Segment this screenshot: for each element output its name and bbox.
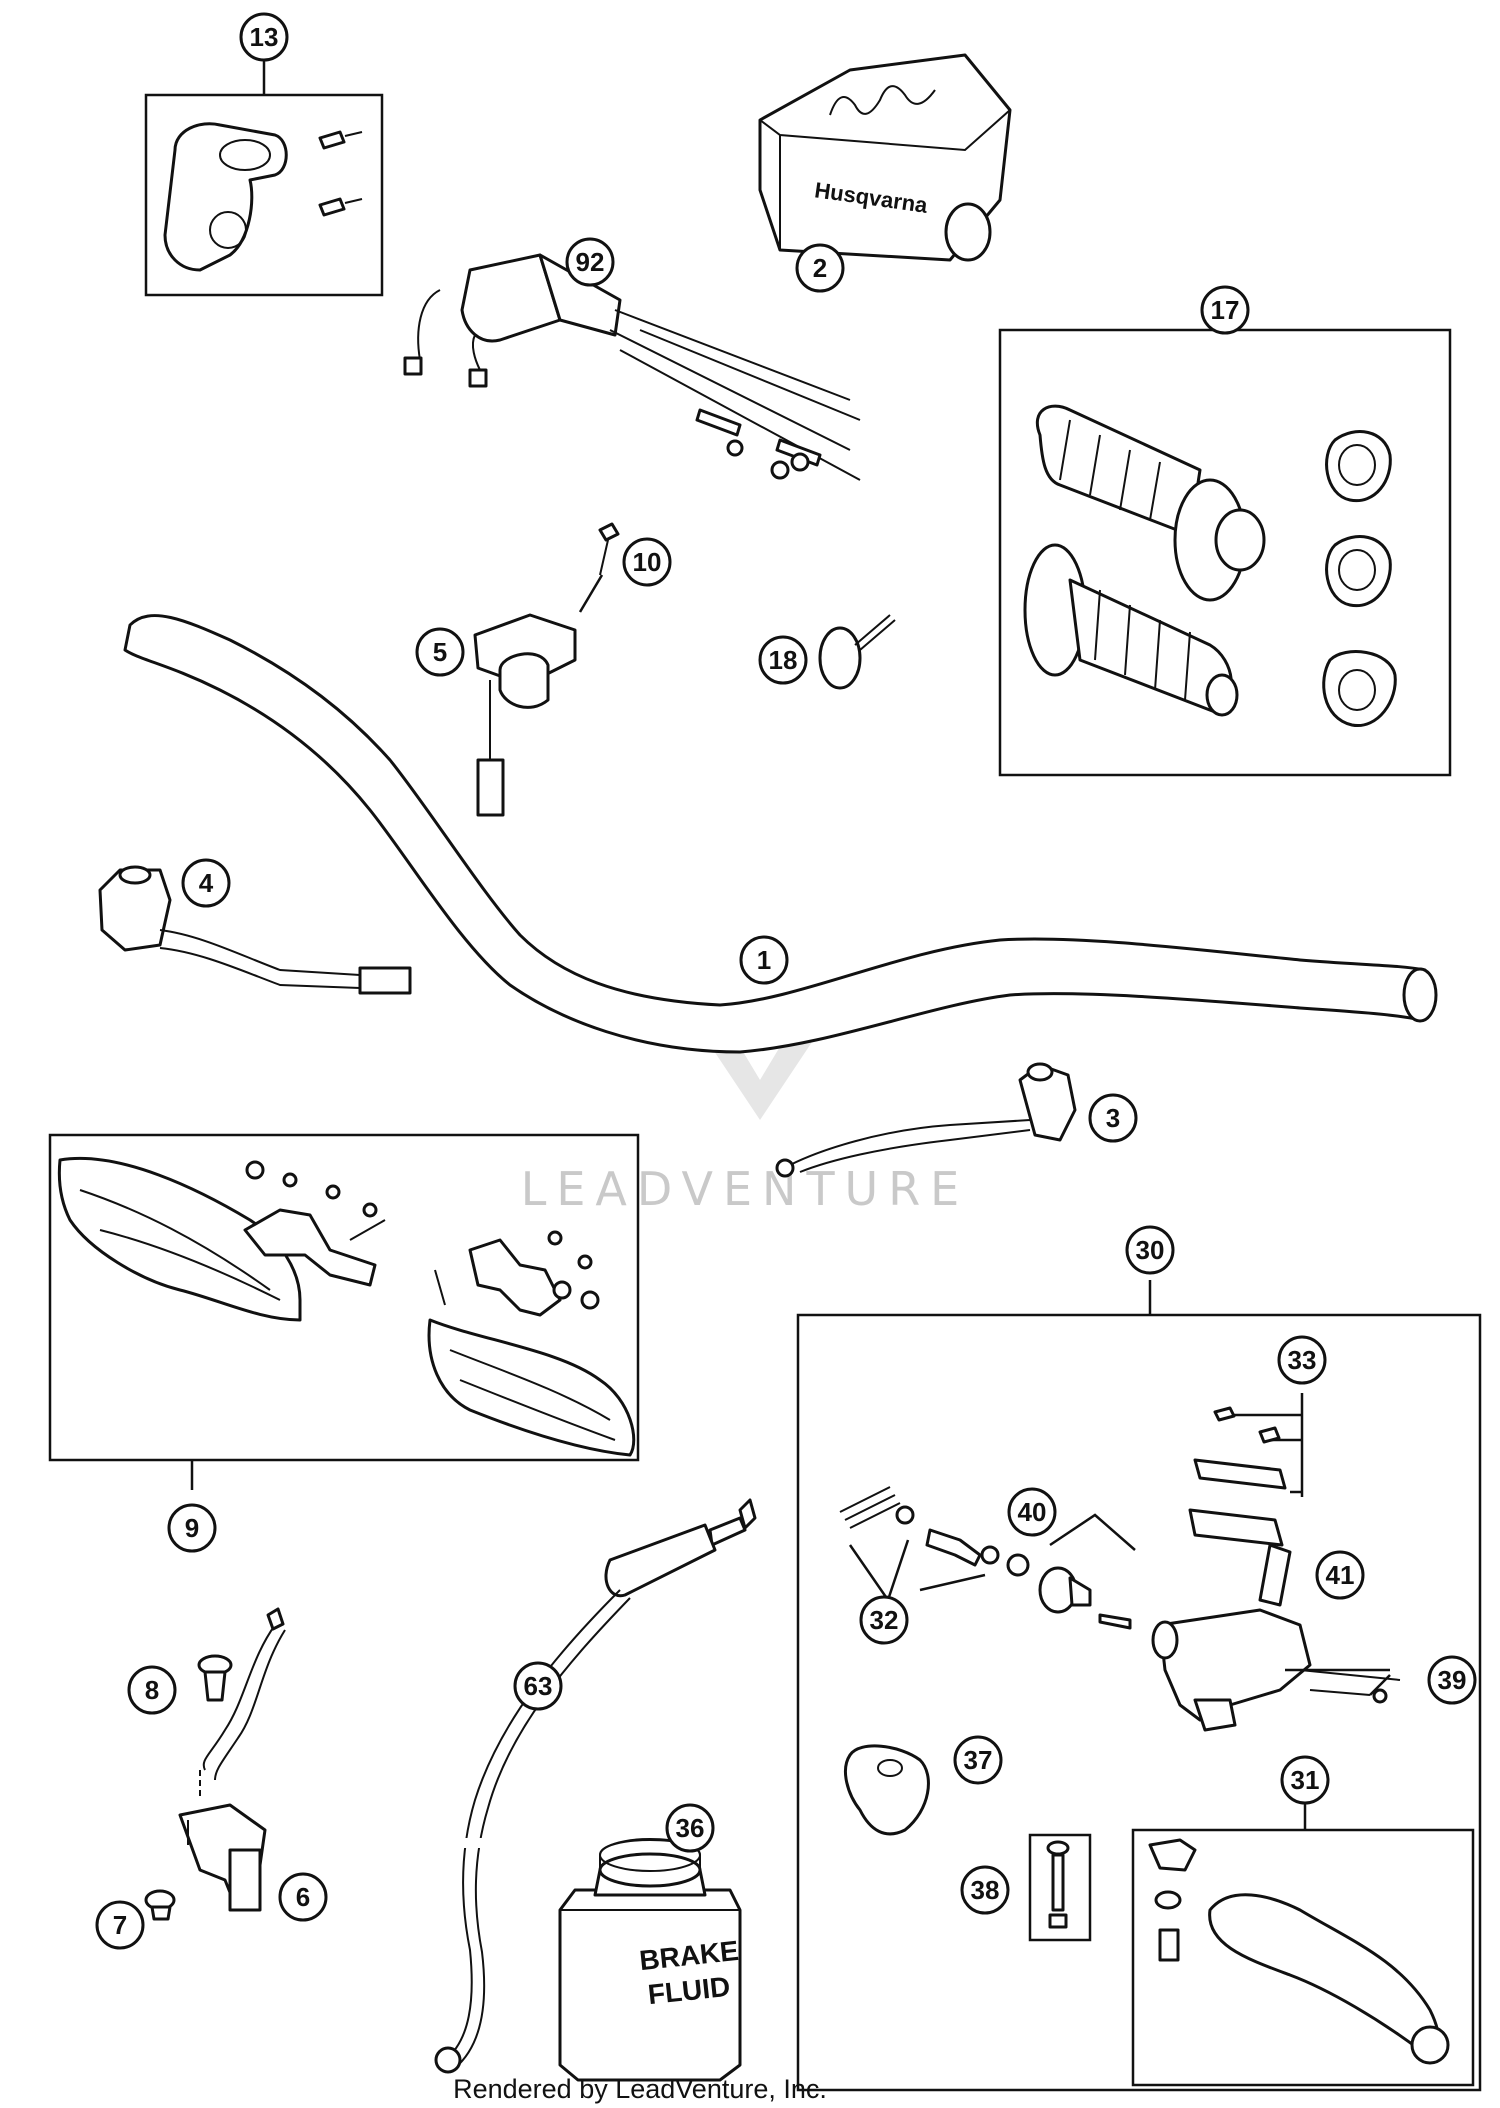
callout-8: 8	[127, 1665, 177, 1715]
svg-text:18: 18	[769, 645, 798, 675]
callout-9: 9	[167, 1503, 217, 1553]
dust-boot-40	[1038, 1513, 1136, 1630]
callout-4: 4	[181, 858, 231, 908]
svg-text:4: 4	[199, 868, 214, 898]
callout-63: 63	[513, 1661, 563, 1711]
callout-10: 10	[622, 537, 672, 587]
callout-31: 31	[1280, 1755, 1330, 1805]
callout-18: 18	[758, 635, 808, 685]
grips-17	[1023, 404, 1397, 727]
callout-32: 32	[859, 1595, 909, 1645]
box-part-30	[796, 1313, 1482, 2092]
screw-10	[578, 522, 620, 613]
svg-text:9: 9	[185, 1513, 199, 1543]
screw-7	[144, 1889, 176, 1921]
svg-text:30: 30	[1136, 1235, 1165, 1265]
svg-text:38: 38	[971, 1875, 1000, 1905]
svg-text:33: 33	[1288, 1345, 1317, 1375]
callout-2: 2	[795, 243, 845, 293]
switch-5	[473, 613, 577, 817]
cover-37	[844, 1744, 930, 1836]
svg-text:5: 5	[433, 637, 447, 667]
callout-40: 40	[1007, 1487, 1057, 1537]
watermark: LEADVENTURE	[521, 1030, 970, 1216]
master-cylinder	[1151, 1608, 1401, 1732]
bar-pad-2: Husqvarna	[758, 53, 1012, 262]
callout-36: 36	[665, 1803, 715, 1853]
svg-text:10: 10	[633, 547, 662, 577]
callout-5: 5	[415, 627, 465, 677]
pin-41	[1258, 1543, 1292, 1607]
box-part-9	[48, 1133, 640, 1462]
callout-17: 17	[1200, 285, 1250, 335]
callout-37: 37	[953, 1735, 1003, 1785]
callout-3: 3	[1088, 1093, 1138, 1143]
brake-lever-31	[1148, 1838, 1450, 2065]
callout-6: 6	[278, 1872, 328, 1922]
svg-text:31: 31	[1291, 1765, 1320, 1795]
callout-13: 13	[239, 12, 289, 62]
callout-39: 39	[1427, 1655, 1477, 1705]
brake-fluid-36: BRAKE FLUID	[558, 1838, 742, 2082]
throttle-housing-13	[163, 122, 363, 272]
throttle-assembly-92	[403, 253, 861, 481]
callout-1: 1	[739, 935, 789, 985]
switch-8	[197, 1607, 286, 1800]
svg-text:41: 41	[1326, 1560, 1355, 1590]
box-part-38	[1028, 1833, 1092, 1942]
svg-text:17: 17	[1211, 295, 1240, 325]
svg-text:13: 13	[250, 22, 279, 52]
brake-hose-63	[434, 1498, 757, 2074]
box-part-31	[1131, 1828, 1475, 2087]
bolt-38	[1046, 1840, 1070, 1929]
svg-text:8: 8	[145, 1675, 159, 1705]
svg-text:63: 63	[524, 1671, 553, 1701]
callout-38: 38	[960, 1865, 1010, 1915]
svg-text:40: 40	[1018, 1497, 1047, 1527]
handguards-9	[57, 1157, 636, 1457]
handlebar-1	[123, 614, 1438, 1054]
callout-92: 92	[565, 237, 615, 287]
svg-text:32: 32	[870, 1605, 899, 1635]
callout-7: 7	[95, 1900, 145, 1950]
callout-33: 33	[1277, 1335, 1327, 1385]
svg-text:36: 36	[676, 1813, 705, 1843]
piston-parts-32	[839, 1486, 1030, 1601]
svg-text:6: 6	[296, 1882, 310, 1912]
cable-tie-18	[818, 614, 896, 690]
switch-3	[775, 1062, 1077, 1178]
svg-text:39: 39	[1438, 1665, 1467, 1695]
svg-text:2: 2	[813, 253, 827, 283]
callout-30: 30	[1125, 1225, 1175, 1275]
reservoir-cap-33	[1188, 1393, 1304, 1547]
svg-text:37: 37	[964, 1745, 993, 1775]
watermark-text: LEADVENTURE	[521, 1162, 970, 1216]
svg-text:3: 3	[1106, 1103, 1120, 1133]
callout-41: 41	[1315, 1550, 1365, 1600]
switch-6	[178, 1803, 267, 1912]
svg-text:1: 1	[757, 945, 771, 975]
svg-text:92: 92	[576, 247, 605, 277]
svg-text:7: 7	[113, 1910, 127, 1940]
switch-4	[98, 865, 412, 995]
footer-credit: Rendered by LeadVenture, Inc.	[453, 2074, 827, 2104]
